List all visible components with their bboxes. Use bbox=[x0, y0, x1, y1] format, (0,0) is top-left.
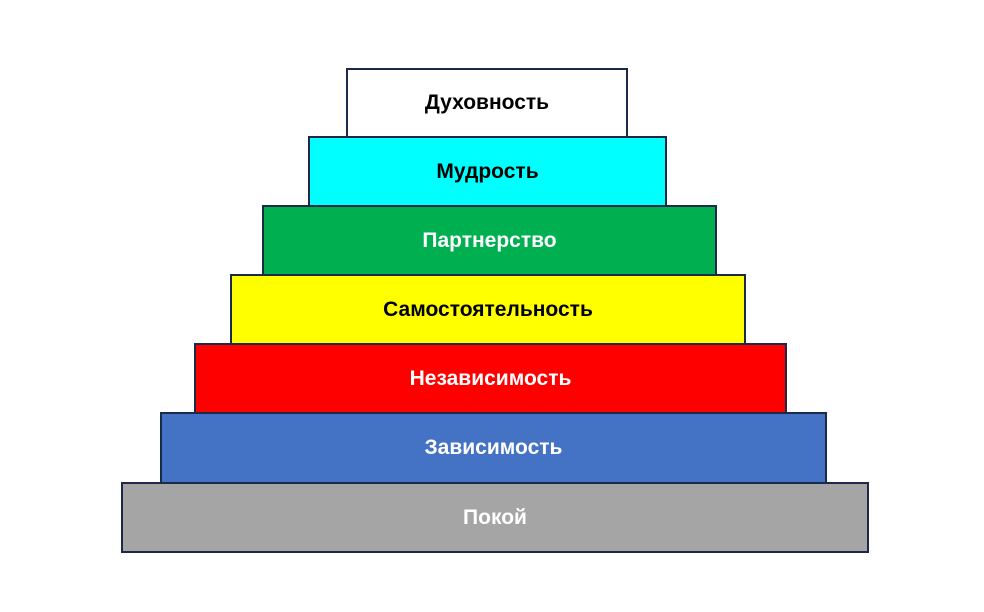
level-spirituality: Духовность bbox=[346, 68, 628, 138]
level-self-reliance: Самостоятельность bbox=[230, 274, 746, 345]
level-rest: Покой bbox=[121, 482, 869, 553]
level-label: Покой bbox=[463, 505, 527, 529]
level-dependence: Зависимость bbox=[160, 412, 827, 484]
level-label: Духовность bbox=[424, 91, 550, 114]
level-label: Независимость bbox=[409, 366, 572, 390]
level-label: Мудрость bbox=[436, 159, 539, 183]
level-independence: Независимость bbox=[194, 343, 787, 414]
level-label: Партнерство bbox=[422, 228, 557, 252]
level-label: Зависимость bbox=[424, 436, 563, 459]
level-wisdom: Мудрость bbox=[308, 136, 667, 207]
level-partnership: Партнерство bbox=[262, 205, 717, 276]
level-label: Самостоятельность bbox=[383, 297, 593, 321]
